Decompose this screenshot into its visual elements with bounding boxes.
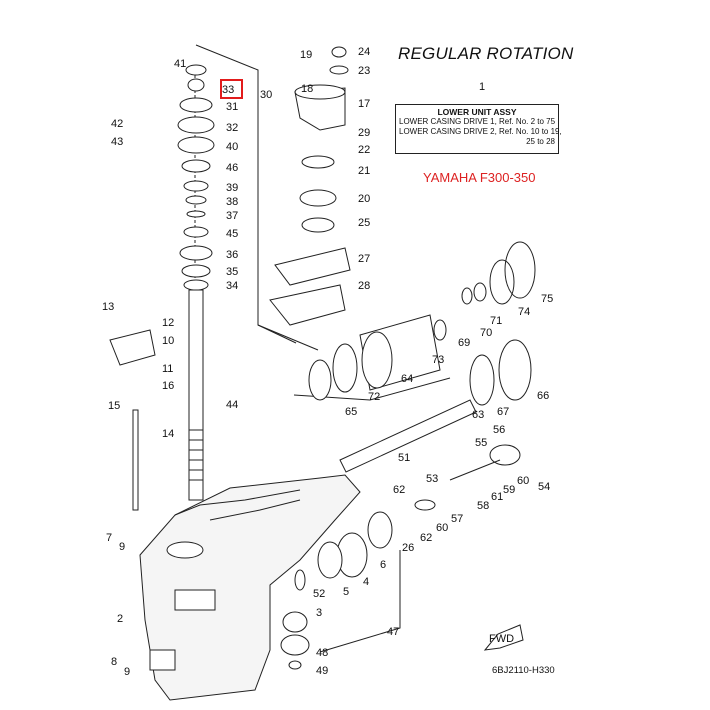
part-label-39: 39 — [226, 182, 238, 194]
part-label-54: 54 — [538, 481, 550, 493]
part-label-75: 75 — [541, 293, 553, 305]
part-label-47: 47 — [387, 626, 399, 638]
part-label-67: 67 — [497, 406, 509, 418]
part-label-33: 33 — [222, 84, 234, 96]
part-label-9a: 9 — [119, 541, 125, 553]
part-label-6: 6 — [380, 559, 386, 571]
part-label-56: 56 — [493, 424, 505, 436]
part-label-9b: 9 — [124, 666, 130, 678]
part-label-26: 26 — [402, 542, 414, 554]
part-label-74: 74 — [518, 306, 530, 318]
assembly-heading: LOWER UNIT ASSY — [437, 107, 517, 117]
shift-rod-bracket — [109, 329, 156, 366]
part-label-14: 14 — [162, 428, 174, 440]
part-label-61: 61 — [491, 491, 503, 503]
part-label-10: 10 — [162, 335, 174, 347]
drive-shaft — [188, 289, 204, 501]
diagram-title: REGULAR ROTATION — [398, 44, 574, 63]
part-label-53: 53 — [426, 473, 438, 485]
part-label-2: 2 — [117, 613, 123, 625]
part-label-59: 59 — [503, 484, 515, 496]
assembly-ref-number: 1 — [479, 81, 486, 93]
part-label-35: 35 — [226, 266, 238, 278]
part-label-19: 19 — [300, 49, 312, 61]
fwd-label: FWD — [489, 633, 514, 645]
part-label-57: 57 — [451, 513, 463, 525]
assembly-line-2: LOWER CASING DRIVE 2, Ref. No. 10 to 19, — [399, 127, 562, 136]
part-label-58: 58 — [477, 500, 489, 512]
part-label-62b: 62 — [420, 532, 432, 544]
part-label-38: 38 — [226, 196, 238, 208]
gear-group-line — [319, 550, 401, 653]
part-label-18: 18 — [301, 83, 313, 95]
part-label-63: 63 — [472, 409, 484, 421]
lower-casing — [139, 474, 361, 701]
part-label-55: 55 — [475, 437, 487, 449]
part-label-65: 65 — [345, 406, 357, 418]
part-label-25: 25 — [358, 217, 370, 229]
part-label-12: 12 — [162, 317, 174, 329]
casing-window — [174, 589, 216, 611]
part-label-37: 37 — [226, 210, 238, 222]
part-label-43: 43 — [111, 136, 123, 148]
part-label-21: 21 — [358, 165, 370, 177]
part-label-36: 36 — [226, 249, 238, 261]
part-label-45: 45 — [226, 228, 238, 240]
pump-gasket — [269, 284, 346, 326]
part-label-32: 32 — [226, 122, 238, 134]
diagram-code: 6BJ2110-H330 — [492, 665, 555, 676]
casing-slot — [149, 649, 176, 671]
assembly-line-3: 25 to 28 — [526, 137, 555, 146]
part-label-16: 16 — [162, 380, 174, 392]
part-label-52: 52 — [313, 588, 325, 600]
part-label-48: 48 — [316, 647, 328, 659]
part-label-4: 4 — [363, 576, 369, 588]
part-label-20: 20 — [358, 193, 370, 205]
part-label-3: 3 — [316, 607, 322, 619]
part-label-41: 41 — [174, 58, 186, 70]
part-label-8: 8 — [111, 656, 117, 668]
part-label-62a: 62 — [393, 484, 405, 496]
part-label-24: 24 — [358, 46, 370, 58]
part-label-23: 23 — [358, 65, 370, 77]
assembly-line-1: LOWER CASING DRIVE 1, Ref. No. 2 to 75 — [399, 117, 556, 126]
part-label-11: 11 — [162, 363, 173, 375]
part-label-72: 72 — [368, 391, 380, 403]
part-label-29: 29 — [358, 127, 370, 139]
part-label-71: 71 — [490, 315, 502, 327]
part-label-49: 49 — [316, 665, 328, 677]
pump-plate — [274, 247, 351, 286]
model-note: YAMAHA F300-350 — [423, 170, 536, 185]
part-label-28: 28 — [358, 280, 370, 292]
part-label-69: 69 — [458, 337, 470, 349]
part-label-13: 13 — [102, 301, 114, 313]
part-label-17: 17 — [358, 98, 370, 110]
part-label-44: 44 — [226, 399, 238, 411]
part-label-51: 51 — [398, 452, 410, 464]
fwd-arrow-icon — [483, 624, 524, 651]
part-label-5: 5 — [343, 586, 349, 598]
part-label-15: 15 — [108, 400, 120, 412]
part-label-46: 46 — [226, 162, 238, 174]
highlighted-part-box — [220, 79, 243, 99]
part-label-22: 22 — [358, 144, 370, 156]
part-label-42: 42 — [111, 118, 123, 130]
part-label-73: 73 — [432, 354, 444, 366]
part-label-27: 27 — [358, 253, 370, 265]
part-label-40: 40 — [226, 141, 238, 153]
part-label-70: 70 — [480, 327, 492, 339]
part-label-60b: 60 — [436, 522, 448, 534]
part-label-34: 34 — [226, 280, 238, 292]
shift-rod — [132, 409, 139, 511]
propeller-shaft — [339, 399, 477, 473]
part-label-7: 7 — [106, 532, 112, 544]
part-label-60a: 60 — [517, 475, 529, 487]
assembly-info-box: LOWER UNIT ASSY LOWER CASING DRIVE 1, Re… — [395, 104, 562, 154]
part-label-31: 31 — [226, 101, 238, 113]
group-bracket-line — [195, 44, 319, 351]
part-label-30: 30 — [260, 89, 272, 101]
part-label-64: 64 — [401, 373, 413, 385]
part-label-66: 66 — [537, 390, 549, 402]
